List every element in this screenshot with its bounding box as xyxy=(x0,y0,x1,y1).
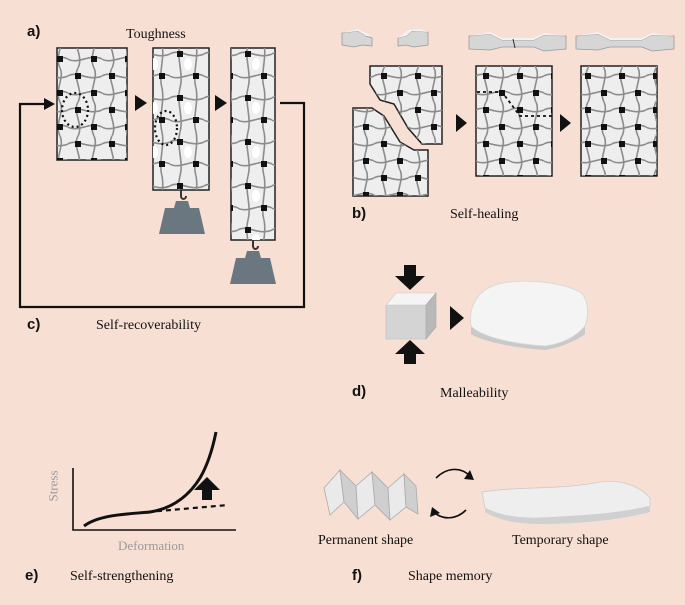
panel-c-letter: c) xyxy=(27,316,41,333)
baseline-dashed-curve xyxy=(147,503,229,514)
chart-axes xyxy=(72,468,236,531)
panel-c-caption: Self-recoverability xyxy=(96,318,201,333)
panel-a-letter: a) xyxy=(27,23,41,40)
dogbone-specimen-healed xyxy=(575,32,675,52)
panel-f-shape-memory xyxy=(323,468,651,524)
arrow-right-icon xyxy=(135,95,147,111)
stress-curve xyxy=(83,431,218,528)
panel-f-letter: f) xyxy=(352,567,362,584)
arrow-right-icon-3 xyxy=(456,114,467,132)
panel-e-letter: e) xyxy=(25,567,39,584)
loop-arrowhead-icon xyxy=(44,98,55,110)
panel-d-caption: Malleability xyxy=(440,386,509,401)
press-arrow-up-icon xyxy=(395,340,425,364)
dotted-highlight-circle-2 xyxy=(153,109,179,147)
panel-f-caption: Shape memory xyxy=(408,569,493,584)
chart-x-axis-label: Deformation xyxy=(118,538,185,553)
press-arrow-down-icon xyxy=(395,265,425,290)
cube-icon xyxy=(385,292,437,340)
cycle-arrows-icon xyxy=(430,468,474,519)
flattened-slab-icon xyxy=(470,280,588,350)
panel-e-stress-chart xyxy=(72,431,236,531)
recovery-loop-line xyxy=(18,101,306,309)
hook-icon xyxy=(180,190,187,200)
panel-a-toughness xyxy=(56,47,276,284)
hook-icon-2 xyxy=(252,240,259,250)
panel-d-malleability xyxy=(385,265,588,364)
chart-y-axis-label: Stress xyxy=(45,470,61,502)
crack-line-dashed xyxy=(477,91,552,117)
panel-d-letter: d) xyxy=(352,383,367,400)
arrow-right-icon-5 xyxy=(450,306,464,330)
dogbone-specimen-broken xyxy=(341,29,429,48)
panel-a-caption: Toughness xyxy=(126,27,186,42)
dogbone-specimen-healing xyxy=(468,32,567,52)
temporary-shape-label: Temporary shape xyxy=(512,533,609,548)
arrow-right-icon-2 xyxy=(215,95,227,111)
permanent-shape-label: Permanent shape xyxy=(318,533,414,548)
dotted-highlight-circle xyxy=(60,91,90,129)
folded-sheet-icon xyxy=(323,468,419,522)
panel-b-caption: Self-healing xyxy=(450,207,519,222)
strengthening-arrow-up-icon xyxy=(194,477,220,500)
weight-icon-2 xyxy=(230,251,276,284)
weight-icon xyxy=(159,201,205,234)
arrow-right-icon-4 xyxy=(560,114,571,132)
panel-b-self-healing xyxy=(341,29,675,197)
panel-e-caption: Self-strengthening xyxy=(70,569,174,584)
panel-c-recovery-loop xyxy=(18,98,306,309)
panel-b-letter: b) xyxy=(352,205,367,222)
flat-sheet-icon xyxy=(481,480,651,524)
